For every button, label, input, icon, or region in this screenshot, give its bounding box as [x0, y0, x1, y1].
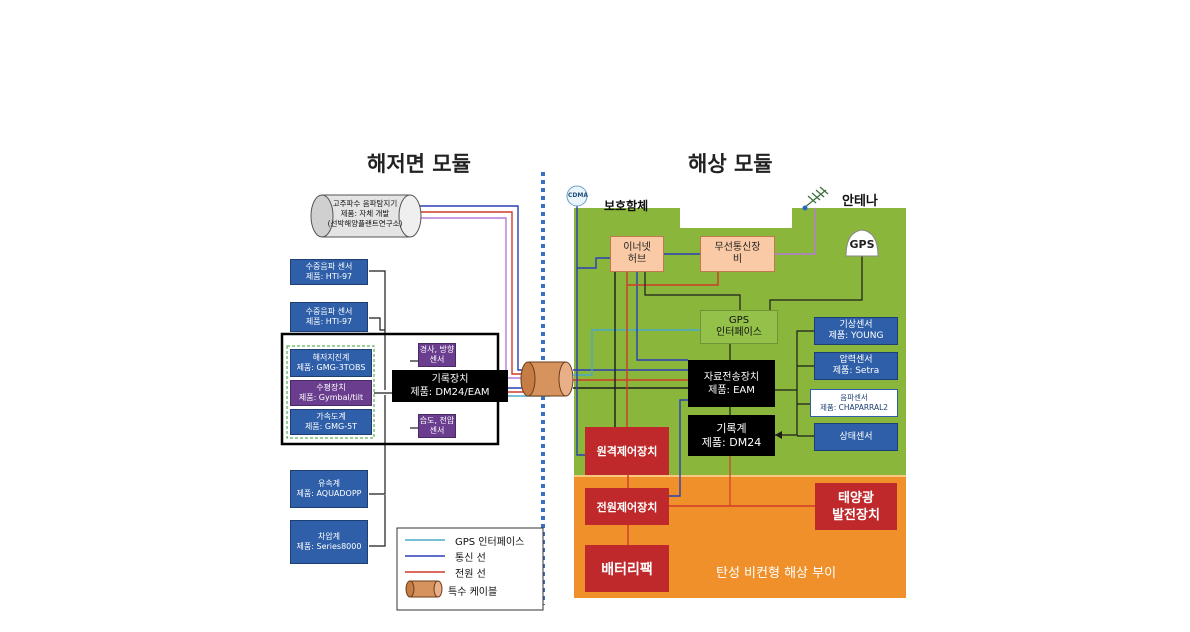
- enclosure-label: 보호함체: [604, 199, 649, 213]
- status-sensor-box: 상태센서: [814, 423, 898, 451]
- legend-cable-icon: [405, 580, 443, 598]
- surface-module-title: 해상 모듈: [688, 152, 773, 176]
- legend-comm-label: 통신 선: [455, 553, 486, 564]
- gps-dome-icon: [845, 229, 879, 257]
- legend-gps-label: GPS 인터페이스: [455, 537, 525, 548]
- antenna-icon: [803, 186, 829, 209]
- hydrophone-label: 고주파수 음파탐지기 제품: 자체 개발 (선박해양플랜트연구소): [327, 199, 403, 228]
- cdma-globe-icon: [566, 185, 588, 207]
- legend-power-label: 전원 선: [455, 569, 486, 580]
- special-cable-icon: [520, 361, 574, 397]
- cdma-label: CDMA: [568, 192, 588, 199]
- gps-label: GPS: [849, 238, 875, 251]
- buoy-label: 탄성 비컨형 해상 부이: [716, 566, 837, 581]
- hydrophone-cylinder: [310, 194, 422, 238]
- legend-cable-label: 특수 케이블: [448, 587, 498, 598]
- seabed-module-title: 해저면 모듈: [367, 152, 471, 176]
- power-control-box: 전원제어장치: [585, 488, 669, 525]
- remote-control-box: 원격제어장치: [585, 427, 669, 475]
- battery-pack-box: 배터리팩: [585, 545, 669, 592]
- antenna-label: 안테나: [842, 194, 878, 209]
